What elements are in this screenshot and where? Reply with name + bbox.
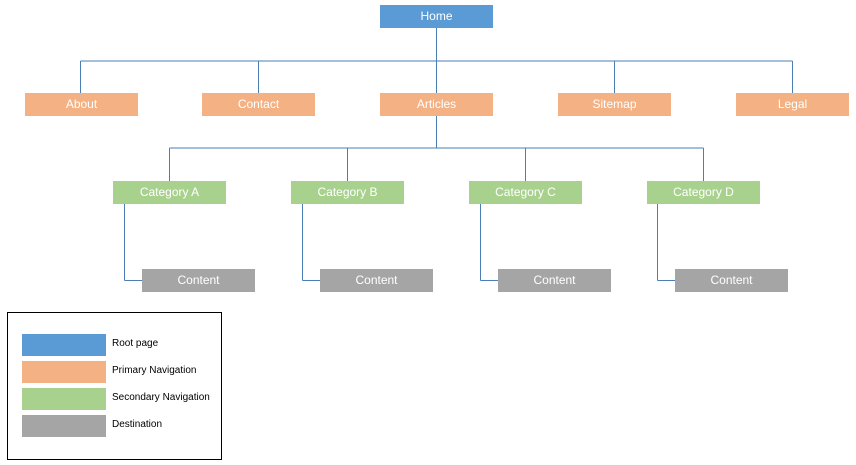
legend-item-root: Root page <box>22 334 222 356</box>
node-articles[interactable]: Articles <box>380 93 493 116</box>
node-category-a[interactable]: Category A <box>113 181 226 204</box>
legend-item-primary: Primary Navigation <box>22 361 222 383</box>
legend-label-destination: Destination <box>112 419 163 430</box>
legend-item-secondary: Secondary Navigation <box>22 388 222 410</box>
node-home[interactable]: Home <box>380 5 493 28</box>
legend-label-primary: Primary Navigation <box>112 365 197 376</box>
legend-label-root: Root page <box>112 338 159 349</box>
node-content-c[interactable]: Content <box>498 269 611 292</box>
legend-swatch-destination <box>22 415 106 437</box>
node-legal[interactable]: Legal <box>736 93 849 116</box>
legend-swatch-primary <box>22 361 106 383</box>
node-category-c[interactable]: Category C <box>469 181 582 204</box>
legend-label-secondary: Secondary Navigation <box>112 392 210 403</box>
legend-swatch-root <box>22 334 106 356</box>
legend-swatch-secondary <box>22 388 106 410</box>
node-content-a[interactable]: Content <box>142 269 255 292</box>
node-content-d[interactable]: Content <box>675 269 788 292</box>
node-sitemap[interactable]: Sitemap <box>558 93 671 116</box>
node-about[interactable]: About <box>25 93 138 116</box>
node-contact[interactable]: Contact <box>202 93 315 116</box>
legend: Root page Primary Navigation Secondary N… <box>7 312 222 460</box>
legend-item-destination: Destination <box>22 415 222 437</box>
node-content-b[interactable]: Content <box>320 269 433 292</box>
node-category-d[interactable]: Category D <box>647 181 760 204</box>
node-category-b[interactable]: Category B <box>291 181 404 204</box>
